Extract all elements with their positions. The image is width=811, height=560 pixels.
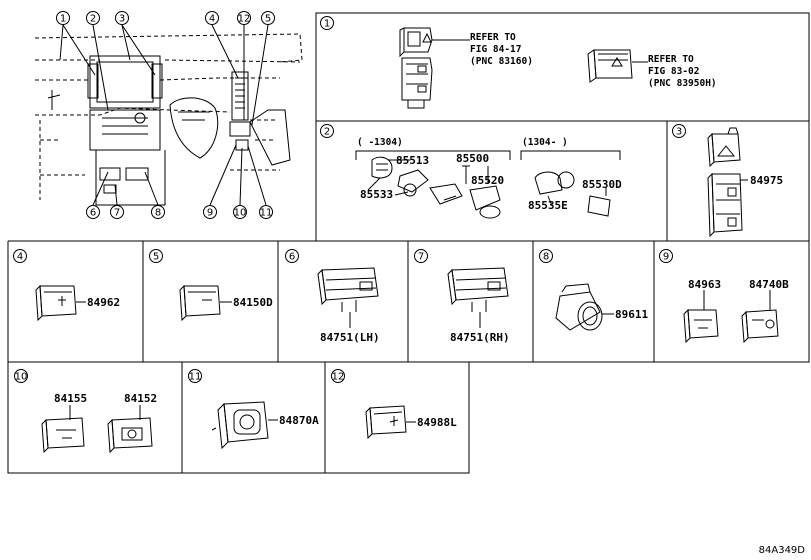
svg-text:4: 4	[17, 252, 23, 263]
panel-frames	[7, 12, 810, 474]
ref-2-line2: FIG 83-02	[648, 66, 699, 77]
part-89611: 89611	[615, 308, 648, 321]
callout-5: 5	[261, 11, 275, 25]
part-84155: 84155	[54, 392, 87, 405]
part-84740B: 84740B	[749, 278, 789, 291]
callout-12: 12	[237, 11, 251, 25]
svg-text:2: 2	[324, 127, 330, 138]
panel-8-art	[555, 283, 614, 331]
panel-8-badge: 8	[539, 249, 553, 263]
labels: REFER TO FIG 84-17 (PNC 83160) REFER TO …	[54, 32, 805, 556]
panel-2-art	[355, 150, 621, 219]
callout-10: 10	[233, 205, 247, 219]
panel-7-badge: 7	[414, 249, 428, 263]
part-85500: 85500	[456, 152, 489, 165]
svg-text:8: 8	[155, 208, 161, 219]
part-84975: 84975	[750, 174, 783, 187]
panel-11-art	[211, 401, 278, 450]
panel-9-art	[683, 290, 779, 344]
panel-10-art	[41, 405, 153, 454]
part-84152: 84152	[124, 392, 157, 405]
panel-12-art	[365, 405, 416, 440]
part-85513: 85513	[396, 154, 429, 167]
part-84150D: 84150D	[233, 296, 273, 309]
panel-6-badge: 6	[285, 249, 299, 263]
dashboard-overview	[34, 24, 303, 206]
panel-1-badge: 1	[320, 16, 334, 30]
panel-number-badges: 1 2 3 4 5 6 7 8 9 10 11 12	[13, 16, 686, 383]
svg-text:12: 12	[332, 372, 345, 383]
svg-text:9: 9	[663, 252, 669, 263]
part-85520: 85520	[471, 174, 504, 187]
callout-6: 6	[86, 205, 100, 219]
panel-5-art	[179, 284, 232, 322]
panel-4-badge: 4	[13, 249, 27, 263]
panel-6-art	[317, 267, 379, 328]
callout-8: 8	[151, 205, 165, 219]
panel-10-badge: 10	[14, 369, 28, 383]
part-85533: 85533	[360, 188, 393, 201]
part-85535E: 85535E	[528, 199, 568, 212]
panel-9-badge: 9	[659, 249, 673, 263]
svg-text:7: 7	[114, 208, 120, 219]
panel-3-badge: 3	[672, 124, 686, 138]
svg-text:10: 10	[234, 208, 247, 219]
svg-text:7: 7	[418, 252, 424, 263]
svg-text:5: 5	[153, 252, 159, 263]
panel-1-art	[399, 27, 648, 109]
panel-4-art	[35, 284, 86, 322]
part-85530D: 85530D	[582, 178, 622, 191]
callout-9: 9	[203, 205, 217, 219]
callout-11: 11	[259, 205, 273, 219]
svg-text:1: 1	[60, 14, 66, 25]
svg-text:8: 8	[543, 252, 549, 263]
panel-12-badge: 12	[331, 369, 345, 383]
callout-4: 4	[205, 11, 219, 25]
svg-text:6: 6	[289, 252, 295, 263]
part-84988L: 84988L	[417, 416, 457, 429]
callout-7: 7	[110, 205, 124, 219]
svg-text:1: 1	[324, 19, 330, 30]
ref-1-line3: (PNC 83160)	[470, 56, 533, 67]
ref-2-line1: REFER TO	[648, 54, 694, 65]
ref-1-line2: FIG 84-17	[470, 44, 521, 55]
part-84751-lh: 84751(LH)	[320, 331, 380, 344]
svg-text:4: 4	[209, 14, 215, 25]
svg-text:2: 2	[90, 14, 96, 25]
part-84963: 84963	[688, 278, 721, 291]
svg-text:11: 11	[189, 372, 202, 383]
range-label-a: ( -1304)	[357, 137, 403, 148]
svg-text:3: 3	[119, 14, 125, 25]
panel-7-art	[447, 267, 509, 328]
panel-2-badge: 2	[320, 124, 334, 138]
svg-text:10: 10	[15, 372, 28, 383]
panel-5-badge: 5	[149, 249, 163, 263]
callout-3: 3	[115, 11, 129, 25]
callout-2: 2	[86, 11, 100, 25]
svg-text:5: 5	[265, 14, 271, 25]
callout-1: 1	[56, 11, 70, 25]
svg-text:6: 6	[90, 208, 96, 219]
part-84962: 84962	[87, 296, 120, 309]
part-84751-rh: 84751(RH)	[450, 331, 510, 344]
panel-11-badge: 11	[188, 369, 202, 383]
svg-text:12: 12	[238, 14, 251, 25]
diagram-id: 84A349D	[759, 545, 806, 556]
svg-text:11: 11	[260, 208, 273, 219]
svg-text:3: 3	[676, 127, 682, 138]
part-84870A: 84870A	[279, 414, 319, 427]
overview-callouts: 1 2 3 4 5 6 7 8 9 10 11 12	[56, 11, 275, 219]
ref-1-line1: REFER TO	[470, 32, 516, 43]
ref-2-line3: (PNC 83950H)	[648, 78, 717, 89]
range-label-b: (1304- )	[522, 137, 568, 148]
svg-text:9: 9	[207, 208, 213, 219]
panel-3-art	[707, 127, 748, 238]
